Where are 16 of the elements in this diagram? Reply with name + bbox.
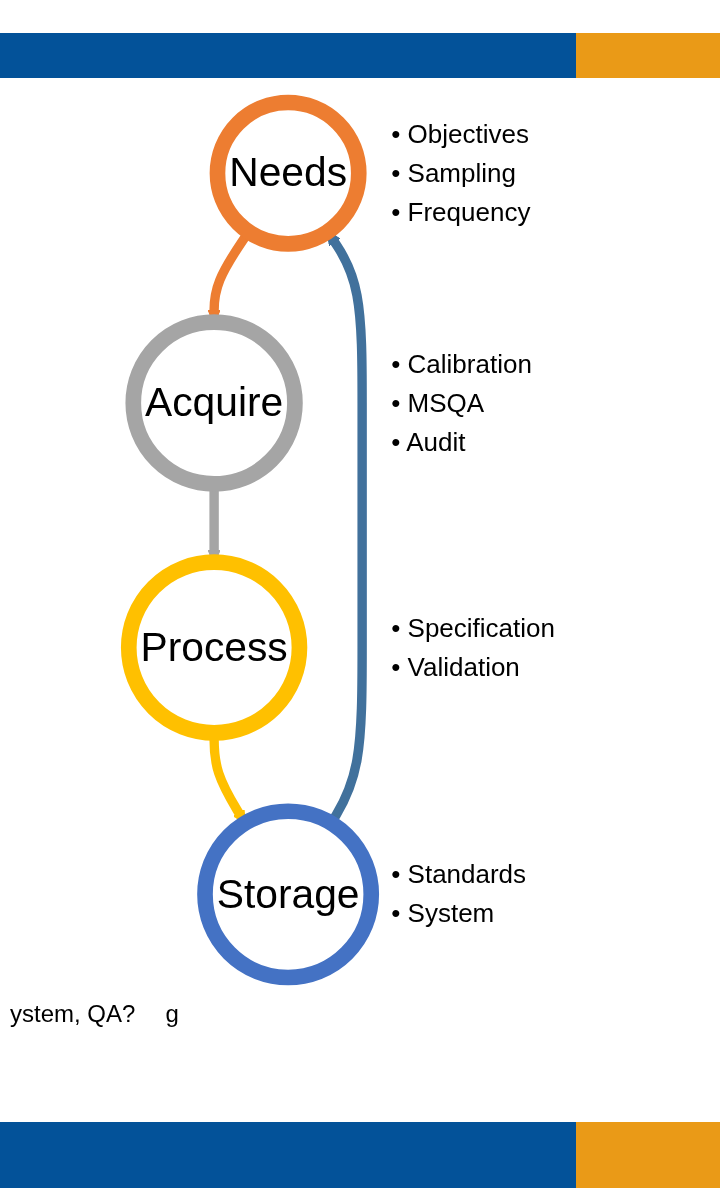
bullet-text: • Standards [391,858,527,892]
bullet-text: • Sampling [391,156,517,190]
node-circle: Acquire [125,314,303,492]
node-circle: Needs [209,94,367,252]
bullet-text: • Audit [391,425,467,459]
note-text: ystem, QA? [10,1000,136,1028]
node-circle: Process [120,554,308,741]
bullet-text: • MSQA [391,386,486,420]
note-text: g [165,1000,179,1028]
bullet-text: • Objectives [391,117,530,151]
bullet-text: • Frequency [391,195,531,229]
bullet-text: • Calibration [391,347,532,381]
bullet-text: • Specification [391,611,555,645]
bullet-text: • Validation [391,650,521,684]
bullet-text: • System [391,897,496,931]
node-circle: Storage [197,803,380,986]
